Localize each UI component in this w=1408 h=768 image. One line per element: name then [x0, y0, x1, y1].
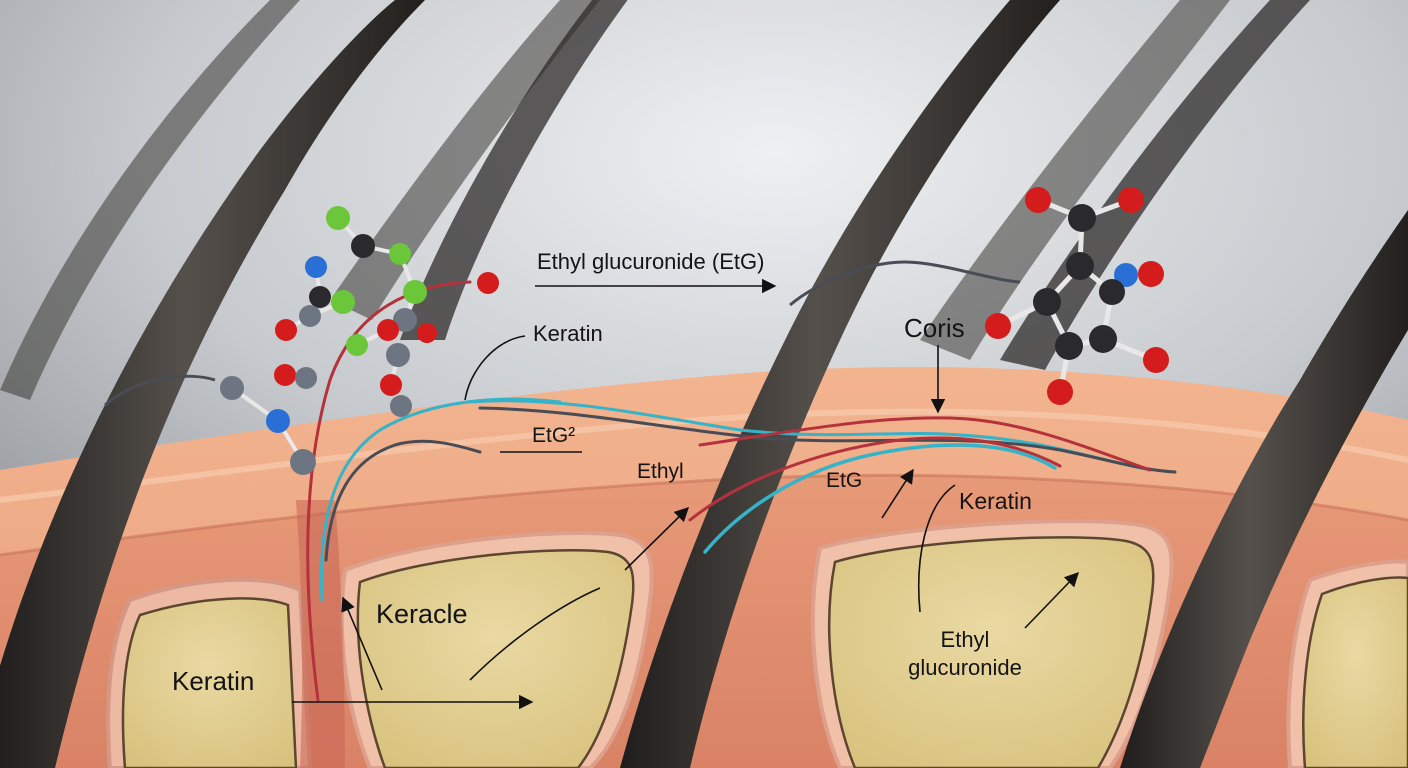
hair-wrap-left	[104, 374, 216, 407]
arrow-ethyl	[624, 506, 690, 571]
hair-wrap-center	[789, 260, 1021, 307]
leader-keratin-top	[464, 335, 526, 401]
hair-shaft-left	[0, 0, 425, 768]
label-keracle: Keracle	[376, 599, 468, 629]
label-keratin-lower: Keratin	[172, 666, 255, 696]
leader-keracle	[469, 587, 601, 681]
label-keratin-middle: Keratin	[959, 488, 1032, 514]
label-ethyl: Ethyl	[637, 460, 684, 483]
hair-shaft-center	[620, 0, 1060, 768]
follicle-channel	[296, 500, 345, 768]
leader-keratin-mid	[917, 484, 956, 613]
cell-center	[339, 531, 654, 768]
fiber-cyan-lower	[703, 443, 1057, 554]
fiber-red-lower	[688, 436, 1062, 522]
cell-left	[106, 577, 313, 768]
molecule-left	[220, 206, 499, 475]
background-hairs	[0, 0, 1230, 400]
arrow-etg	[881, 468, 914, 519]
molecule-right	[985, 187, 1169, 405]
label-ethyl-glucuronide: Ethyl glucuronide	[908, 627, 1022, 680]
annotations	[292, 278, 1079, 710]
fiber-dark-long	[478, 406, 1177, 474]
fiber-red-long	[698, 416, 1152, 472]
cell-far-right	[1286, 559, 1408, 768]
fiber-dark-vertical	[324, 439, 482, 562]
arrow-ethyl-glucuronide	[1024, 571, 1079, 629]
cell-right	[810, 519, 1174, 768]
label-etg: EtG	[826, 469, 863, 492]
label-keratin-top: Keratin	[533, 321, 603, 346]
arrow-keracle	[341, 596, 383, 691]
label-coris: Coris	[904, 313, 965, 343]
hair-shaft-right	[1120, 210, 1408, 768]
label-etg2: EtG²	[532, 424, 576, 447]
label-ethyl-glucuronide-etg: Ethyl glucuronide (EtG)	[537, 249, 765, 274]
